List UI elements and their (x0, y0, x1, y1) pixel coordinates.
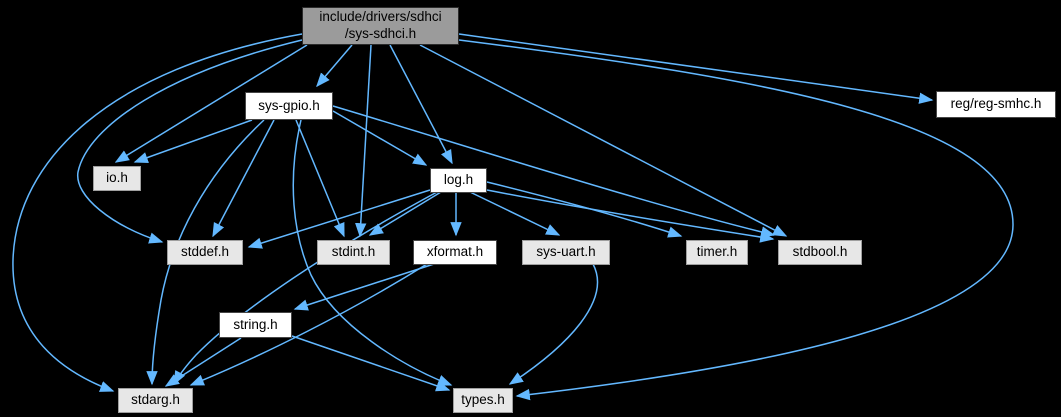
node-stdint[interactable]: stdint.h (317, 240, 390, 265)
edge-gpio-stdbool (332, 105, 776, 238)
node-timer[interactable]: timer.h (686, 240, 748, 265)
edge-gpio-log (332, 110, 428, 166)
node-io[interactable]: io.h (93, 166, 141, 191)
node-xformat[interactable]: xformat.h (413, 240, 497, 265)
edge-string-types (291, 335, 451, 392)
node-types[interactable]: types.h (453, 388, 513, 413)
edge-string-stdarg (164, 337, 242, 387)
node-regsmhc[interactable]: reg/reg-smhc.h (936, 91, 1056, 118)
edge-gpio-stddef (212, 119, 275, 238)
edge-sdhci-stddef (77, 39, 303, 244)
edge-gpio-types (292, 119, 453, 386)
edge-log-stdint (368, 191, 442, 236)
edge-log-timer (486, 181, 683, 238)
edge-sdhci-stdarg (12, 33, 303, 392)
node-sdhci: include/drivers/sdhci /sys-sdhci.h (302, 7, 459, 45)
edge-sdhci-gpio (316, 44, 353, 88)
edge-sdhci-stdint (355, 44, 372, 238)
node-sysuart[interactable]: sys-uart.h (522, 240, 610, 265)
edge-sdhci-regsmhc (458, 33, 934, 104)
node-gpio[interactable]: sys-gpio.h (245, 92, 333, 120)
edge-gpio-stdint (295, 119, 345, 238)
edge-log-stdbool (486, 189, 775, 243)
edge-xformat-string (293, 263, 435, 311)
edge-sdhci-log (389, 44, 453, 165)
node-stddef[interactable]: stddef.h (167, 240, 243, 265)
edge-xformat-stdarg (189, 263, 428, 386)
edge-log-sysuart (469, 191, 561, 236)
edge-sysuart-types (508, 263, 599, 385)
edge-sdhci-stdbool (419, 44, 788, 237)
edge-gpio-stdarg (146, 119, 265, 386)
node-string[interactable]: string.h (219, 312, 292, 338)
edge-gpio-io (133, 119, 253, 164)
edge-sdhci-io (114, 44, 308, 163)
edge-sdhci-types (458, 39, 1014, 401)
node-stdbool[interactable]: stdbool.h (778, 240, 862, 265)
node-stdarg[interactable]: stdarg.h (118, 388, 193, 413)
edge-log-stddef (247, 189, 431, 249)
node-log[interactable]: log.h (430, 168, 487, 193)
